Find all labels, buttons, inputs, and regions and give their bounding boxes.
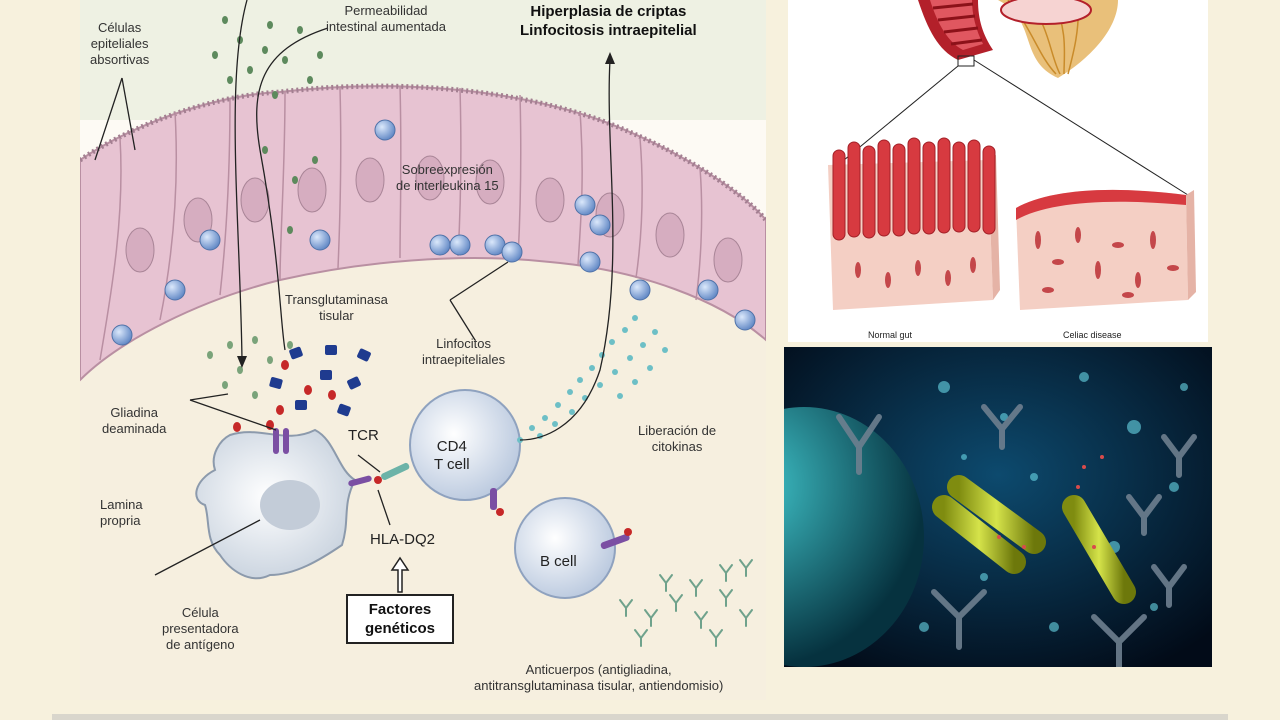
antibody-render: [784, 347, 1212, 667]
label-hla-dq2: HLA-DQ2: [370, 531, 436, 548]
label-liberacion: Liberación de citokinas: [638, 423, 717, 454]
label-tcr: TCR: [348, 427, 379, 444]
label-gliadina: Gliadina deaminada: [102, 405, 167, 436]
label-permeabilidad: Permeabilidad intestinal aumentada: [326, 3, 446, 34]
gut-illustration: [828, 0, 1196, 310]
label-celula-presentadora: Célula presentadora de antígeno: [162, 605, 239, 652]
antibody-illustration: [784, 347, 1212, 667]
epithelium-band: [80, 85, 766, 382]
label-cd4-t-cell: CD4 T cell: [434, 438, 470, 473]
label-anticuerpos: Anticuerpos (antigliadina, antitransglut…: [474, 662, 724, 693]
label-transglutaminasa: Transglutaminasa tisular: [285, 292, 388, 323]
label-b-cell: B cell: [540, 553, 577, 570]
diagram-illustration: [80, 0, 766, 700]
label-linfocitos: Linfocitos intraepiteliales: [422, 336, 506, 367]
cd4-t-cell: [409, 389, 521, 501]
bottom-bar: [52, 714, 1228, 720]
label-celulas-epiteliales: Células epiteliales absortivas: [90, 20, 150, 67]
gut-comparison-illustration: Normal gut Celiac disease: [788, 0, 1208, 342]
genetic-factors-box: Factores genéticos: [346, 594, 454, 644]
celiac-pathogenesis-diagram: Células epiteliales absortivas Permeabil…: [80, 0, 766, 700]
label-hiperplasia: Hiperplasia de criptas Linfocitosis intr…: [520, 3, 697, 39]
label-normal-gut: Normal gut: [868, 330, 913, 340]
label-sobreexpresion: Sobreexpresión de interleukina 15: [396, 162, 499, 193]
b-cell: [514, 497, 616, 599]
label-celiac-disease: Celiac disease: [1063, 330, 1122, 340]
label-lamina-propria: Lamina propria: [100, 497, 143, 528]
